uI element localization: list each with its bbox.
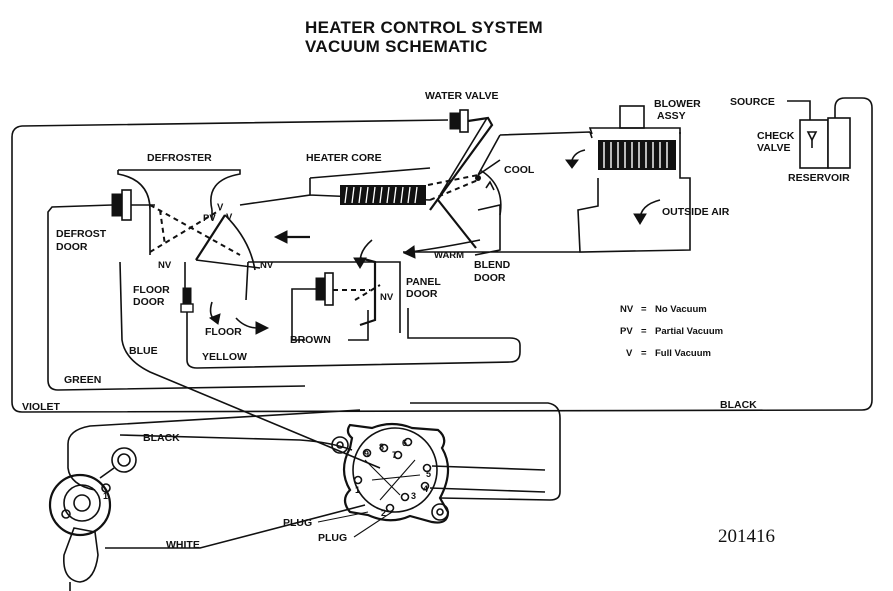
port-3: 3 xyxy=(411,491,416,501)
legend-text-v: Full Vacuum xyxy=(655,348,711,359)
hose-5-out xyxy=(431,465,546,471)
switch-port-1: 1 xyxy=(103,491,108,501)
label-nv-left: NV xyxy=(158,260,172,271)
plug-leader-2 xyxy=(353,511,393,538)
labels: WATER VALVE BLOWER ASSY SOURCE CHECK VAL… xyxy=(22,90,850,551)
label-plug-2: PLUG xyxy=(318,532,347,544)
label-defrost-door: DOOR xyxy=(56,241,88,253)
label-floor: FLOOR xyxy=(205,326,242,338)
legend-abbr-pv: PV xyxy=(620,326,633,337)
figure-number: 201416 xyxy=(718,526,775,547)
label-white: WHITE xyxy=(166,539,200,551)
port-1: 1 xyxy=(355,485,360,495)
label-black-left: BLACK xyxy=(143,432,180,444)
label-blower: BLOWER xyxy=(654,98,701,110)
port-6: 6 xyxy=(402,438,407,448)
legend-eq-nv: = xyxy=(641,304,647,315)
mode-door-area xyxy=(149,204,261,290)
panel-duct xyxy=(245,261,401,333)
port-2: 2 xyxy=(381,508,386,518)
blower-assy xyxy=(588,105,681,170)
panel-door-actuator xyxy=(291,256,381,341)
label-panel-door: DOOR xyxy=(406,288,438,300)
source-line xyxy=(787,100,811,120)
label-warm: WARM xyxy=(434,250,464,261)
label-blend-door: DOOR xyxy=(474,272,506,284)
check-valve xyxy=(799,119,829,169)
hose-4-out xyxy=(429,487,546,493)
label-brown: BROWN xyxy=(290,334,331,346)
label-v: V xyxy=(226,212,233,223)
legend-text-pv: Partial Vacuum xyxy=(655,326,723,337)
white-hose xyxy=(105,504,366,549)
label-defroster: DEFROSTER xyxy=(147,152,212,164)
legend-eq-v: = xyxy=(641,348,647,359)
label-panel: PANEL xyxy=(406,276,441,288)
label-source: SOURCE xyxy=(730,96,775,108)
label-assy: ASSY xyxy=(657,110,686,122)
label-reservoir: RESERVOIR xyxy=(788,172,850,184)
water-valve xyxy=(429,109,494,211)
port-7: 7 xyxy=(392,450,397,460)
label-nv-right: NV xyxy=(260,260,274,271)
airflow-arrows xyxy=(208,149,661,335)
label-plug-1: PLUG xyxy=(283,517,312,529)
plug-leader-1 xyxy=(317,511,369,523)
port-5: 5 xyxy=(426,469,431,479)
blue-hose xyxy=(119,261,381,469)
label-black-right: BLACK xyxy=(720,399,757,411)
legend-eq-pv: = xyxy=(641,326,647,337)
black-right-to-switch xyxy=(410,402,561,501)
label-valve: VALVE xyxy=(757,142,790,154)
violet-black-hose-loop xyxy=(11,97,873,413)
title-line-1: HEATER CONTROL SYSTEM xyxy=(305,18,544,37)
label-yellow: YELLOW xyxy=(202,351,247,363)
defrost-door-actuator xyxy=(47,189,306,391)
label-v-top: V xyxy=(217,202,224,213)
violet-lower-hose xyxy=(67,409,361,491)
rotary-switch xyxy=(48,447,137,591)
legend: NV = No Vacuum PV = Partial Vacuum V = F… xyxy=(620,304,723,359)
label-water-valve: WATER VALVE xyxy=(425,90,499,102)
defroster-duct xyxy=(117,169,241,255)
legend-abbr-v: V xyxy=(626,348,633,359)
label-outside-air: OUTSIDE AIR xyxy=(662,206,730,218)
port-9: 9 xyxy=(364,449,369,459)
label-check: CHECK xyxy=(757,130,795,142)
blend-door xyxy=(427,159,502,249)
label-cool: COOL xyxy=(504,164,535,176)
heater-core xyxy=(340,185,426,205)
label-defrost: DEFROST xyxy=(56,228,107,240)
port-numbers: 1 2 3 4 5 6 7 8 9 1 xyxy=(103,438,431,518)
label-blue: BLUE xyxy=(129,345,158,357)
reservoir xyxy=(827,117,851,169)
title-line-2: VACUUM SCHEMATIC xyxy=(305,37,488,56)
label-blend: BLEND xyxy=(474,259,511,271)
label-nv-panel: NV xyxy=(380,292,394,303)
port-4: 4 xyxy=(423,484,428,494)
label-green: GREEN xyxy=(64,374,101,386)
label-pv: PV xyxy=(203,213,216,224)
legend-text-nv: No Vacuum xyxy=(655,304,707,315)
floor-door-actuator xyxy=(180,287,521,369)
legend-abbr-nv: NV xyxy=(620,304,634,315)
label-floor-door-1: FLOOR xyxy=(133,284,170,296)
vacuum-selector-switch xyxy=(331,422,450,524)
port-8: 8 xyxy=(379,442,384,452)
label-floor-door-2: DOOR xyxy=(133,296,165,308)
label-violet: VIOLET xyxy=(22,401,61,413)
label-heater-core: HEATER CORE xyxy=(306,152,382,164)
